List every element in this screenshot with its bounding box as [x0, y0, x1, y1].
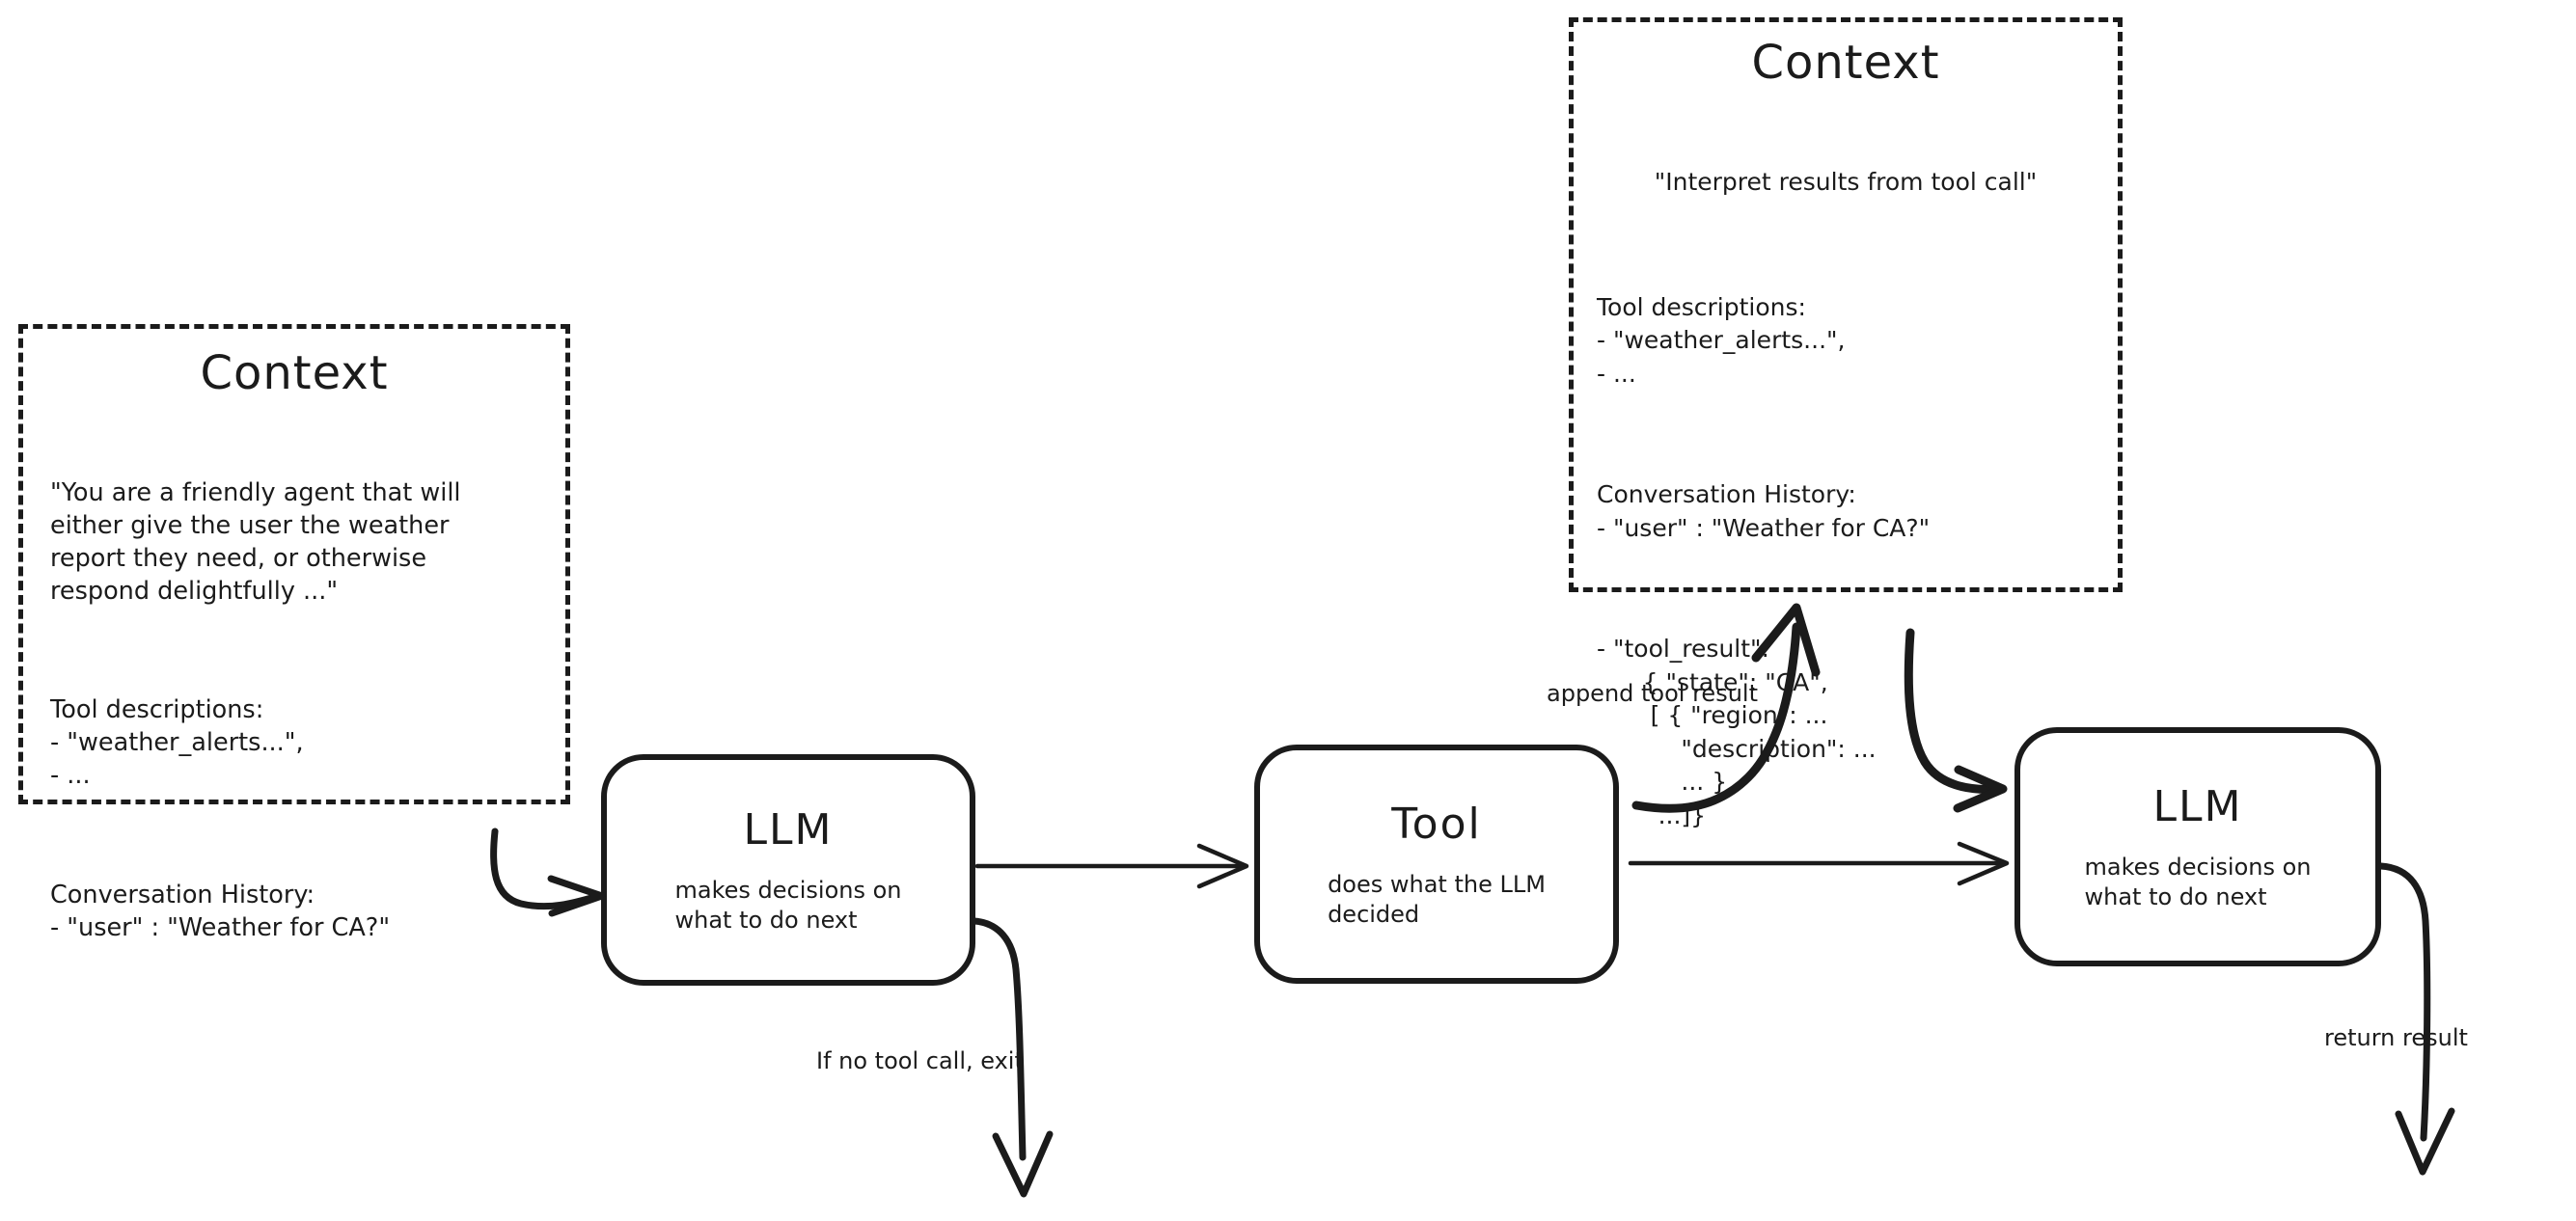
node-llm-first[interactable]: LLM makes decisions on what to do next — [601, 754, 975, 986]
context-right-title: Context — [1751, 36, 1940, 90]
arrow-llm-second-return — [2377, 862, 2455, 1176]
node-tool-subtitle: does what the LLM decided — [1328, 870, 1546, 928]
edge-label-exit: If no tool call, exit — [816, 1047, 1024, 1074]
node-llm-second-subtitle: makes decisions on what to do next — [2084, 853, 2312, 910]
node-tool-title: Tool — [1391, 799, 1482, 849]
context-left-title: Context — [200, 346, 389, 400]
arrow-llm-first-to-tool — [974, 843, 1249, 889]
context-right-system-prompt: "Interpret results from tool call" — [1654, 168, 2038, 196]
context-left-body: "You are a friendly agent that will eith… — [23, 412, 565, 1010]
context-right-conversation-history: Conversation History: - "user" : "Weathe… — [1597, 480, 1931, 542]
node-llm-first-title: LLM — [743, 804, 834, 855]
node-llm-first-subtitle: makes decisions on what to do next — [674, 876, 902, 934]
context-box-initial: Context "You are a friendly agent that w… — [18, 324, 570, 942]
context-right-tool-descriptions: Tool descriptions: - "weather_alerts..."… — [1597, 292, 1846, 388]
edge-label-return-result: return result — [2324, 1024, 2468, 1051]
node-tool[interactable]: Tool does what the LLM decided — [1254, 745, 1619, 984]
edge-label-append-result: append tool result — [1547, 680, 1758, 707]
node-llm-second-title: LLM — [2152, 781, 2243, 831]
context-left-conversation-history: Conversation History: - "user" : "Weathe… — [50, 880, 391, 942]
context-box-after-tool: Context "Interpret results from tool cal… — [1569, 17, 2123, 829]
context-left-tool-descriptions: Tool descriptions: - "weather_alerts..."… — [50, 695, 304, 791]
node-llm-second[interactable]: LLM makes decisions on what to do next — [2014, 727, 2381, 966]
context-left-system-prompt: "You are a friendly agent that will eith… — [50, 477, 461, 606]
